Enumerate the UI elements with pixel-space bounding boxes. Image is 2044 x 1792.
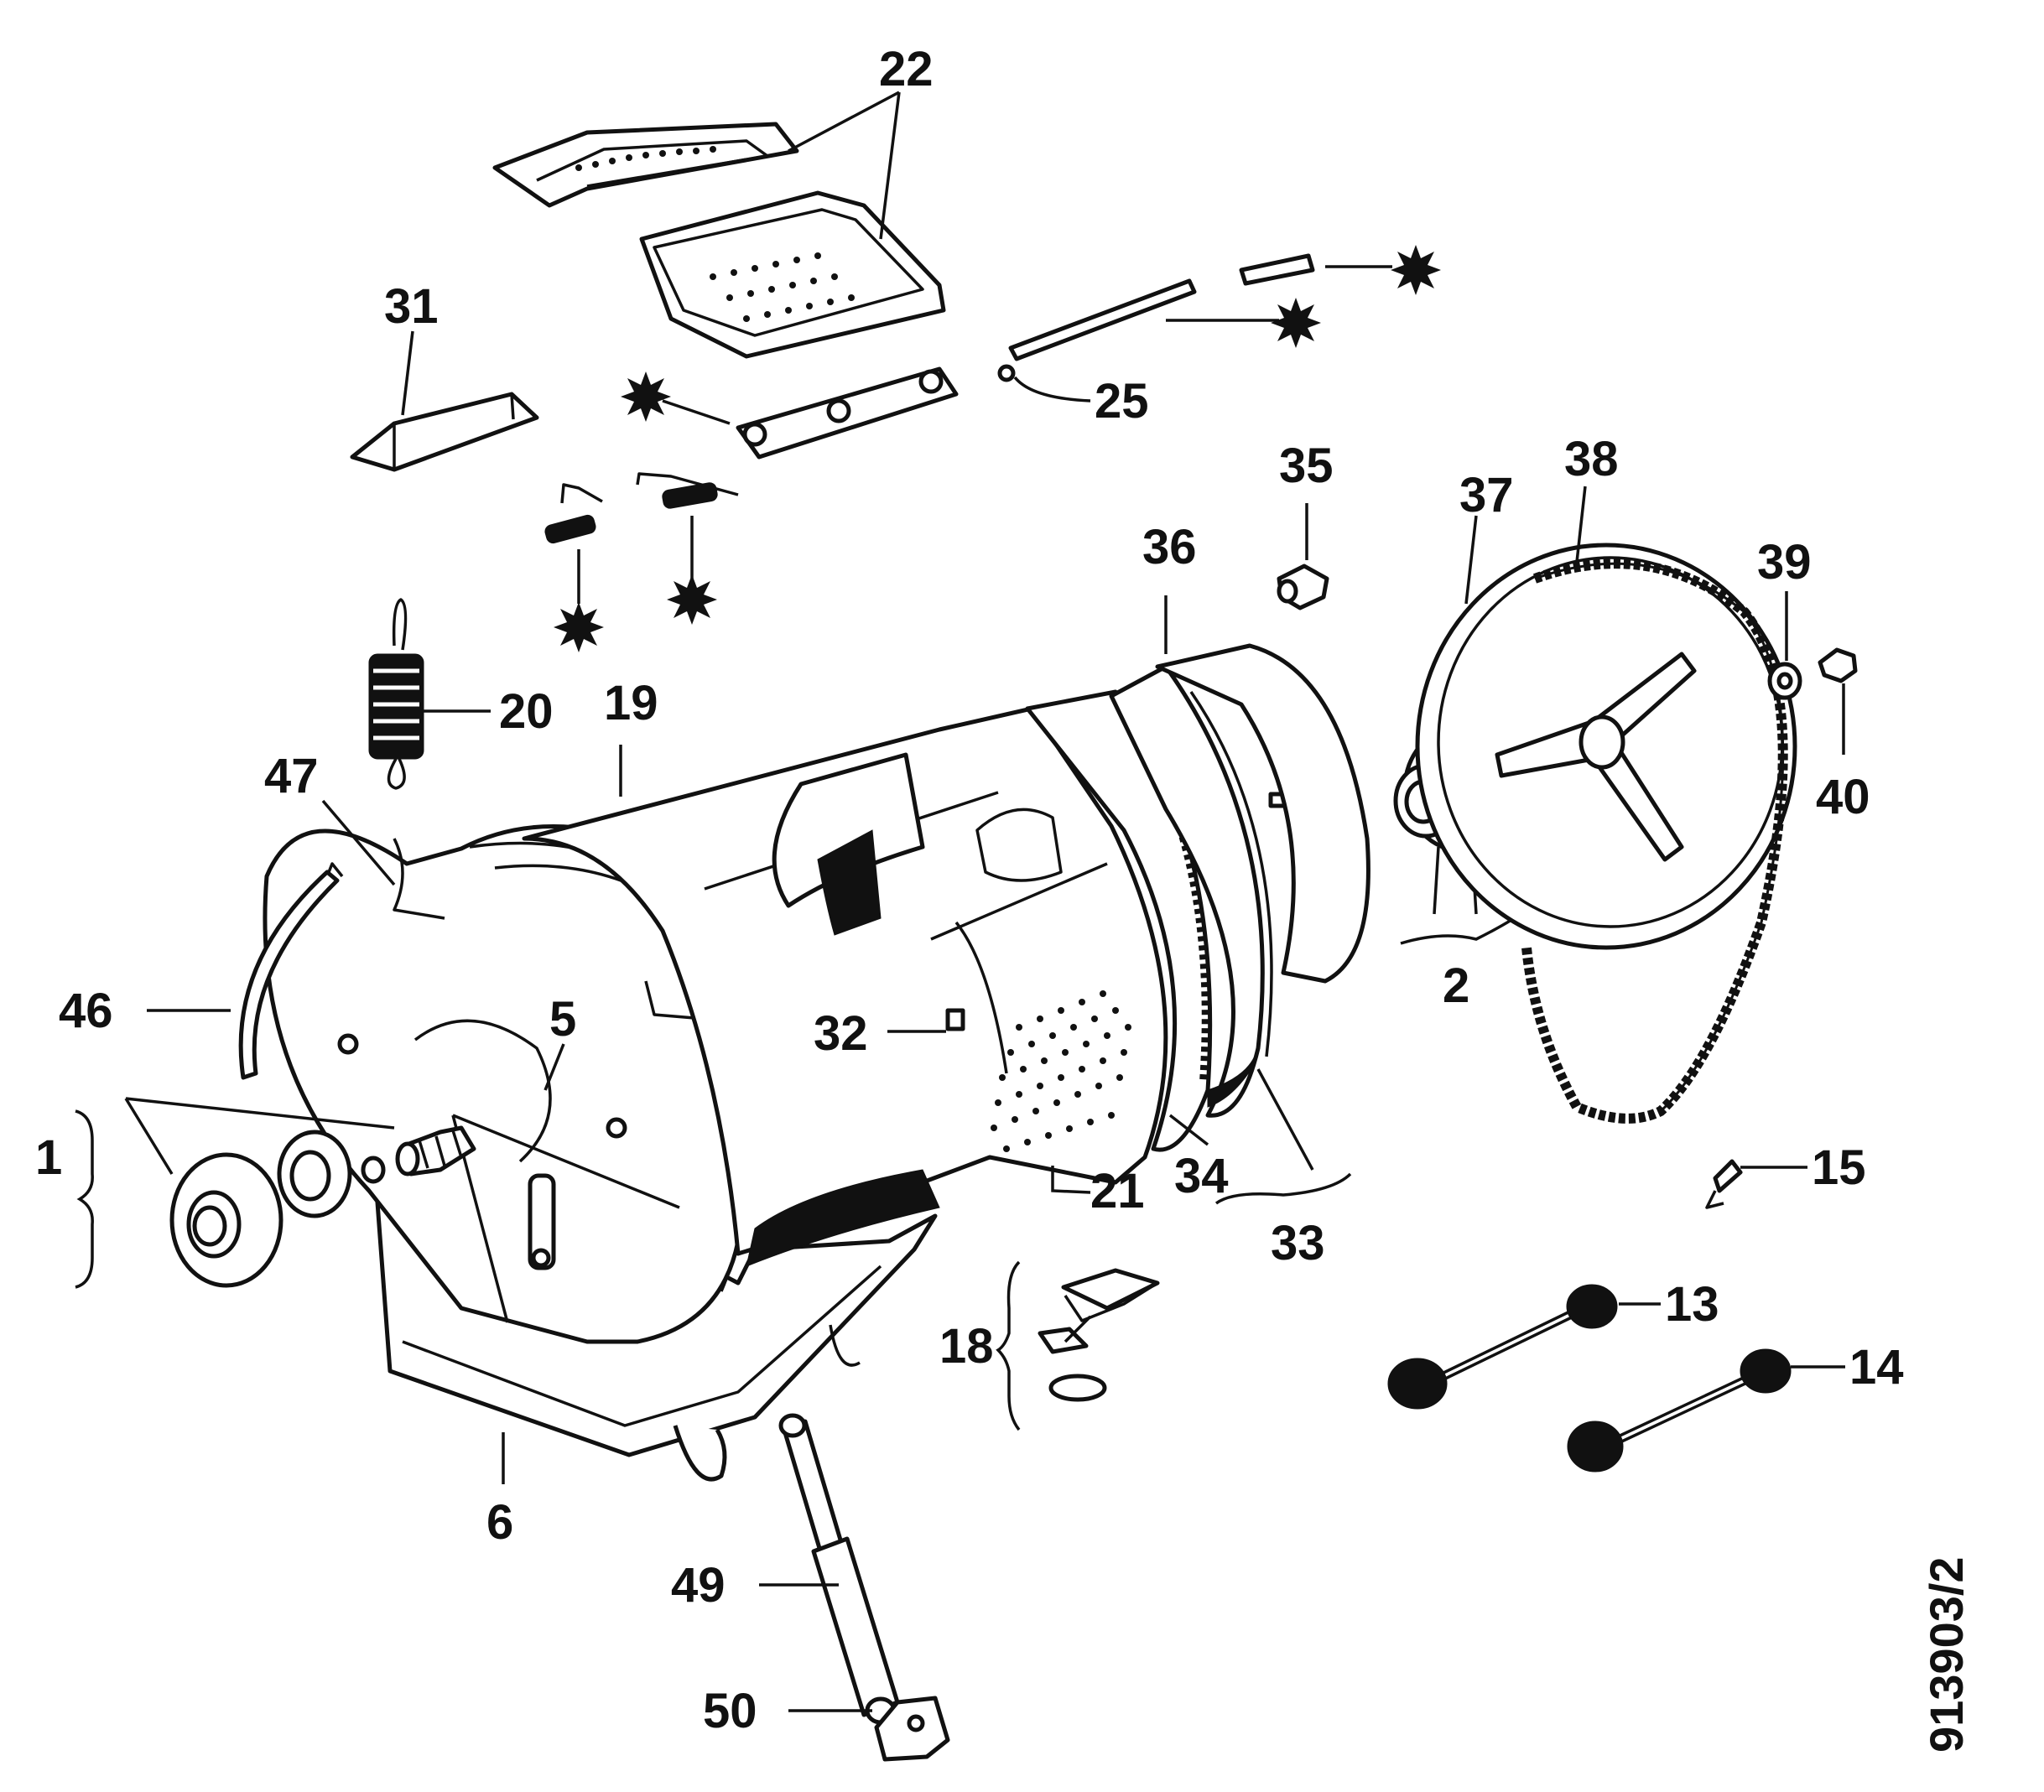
callout-21: 21: [1090, 1164, 1145, 1218]
part-hinge-pin-short: [1239, 253, 1315, 286]
asterisk-star-icon: [1271, 298, 1321, 348]
callout-22: 22: [879, 42, 934, 96]
callout-15: 15: [1812, 1140, 1866, 1195]
leader-1: [124, 1097, 395, 1175]
part-18-heater-bracket: [1038, 1268, 1160, 1402]
part-14-damper-rod: [1567, 1348, 1792, 1473]
part-39-washer: [1767, 662, 1802, 700]
part-50-mount-bracket: [874, 1696, 950, 1762]
callout-46: 46: [59, 984, 113, 1038]
callout-47: 47: [264, 749, 319, 803]
callout-31: 31: [384, 279, 439, 334]
part-20-suspension-spring: [368, 598, 424, 790]
part-hinge-pin-long: [1008, 278, 1197, 361]
leader-25: [1013, 376, 1091, 403]
part-22-cover-upper: [492, 122, 799, 208]
callout-50: 50: [703, 1684, 757, 1738]
callout-6: 6: [486, 1495, 513, 1550]
leader-star-3: [662, 399, 731, 425]
part-40-bolt: [1818, 647, 1858, 683]
callout-5: 5: [549, 992, 576, 1047]
leader-31: [401, 330, 414, 416]
callout-35: 35: [1279, 439, 1334, 493]
part-35-nut: [1277, 564, 1329, 610]
part-hinge-spring-right: [636, 472, 739, 509]
leader-47: [321, 799, 396, 886]
asterisk-star-icon: [621, 371, 671, 422]
drawing-reference-code: 913903/2: [1920, 1556, 1973, 1753]
bracket-18: [996, 1260, 1021, 1431]
part-49-damper: [778, 1413, 900, 1725]
part-drum: [522, 706, 1168, 1267]
part-37-drum-pulley: [1415, 543, 1797, 950]
part-hinge-spring-left: [544, 483, 603, 544]
callout-19: 19: [604, 676, 658, 730]
part-15-clip: [1705, 1159, 1743, 1209]
callout-38: 38: [1564, 432, 1619, 486]
callout-20: 20: [499, 684, 554, 739]
callout-39: 39: [1757, 535, 1812, 590]
asterisk-star-icon: [1391, 245, 1441, 295]
callout-37: 37: [1459, 468, 1514, 522]
part-25-hinge-bracket: [736, 364, 1016, 460]
leader-5: [544, 1043, 565, 1091]
leader-33a: [1256, 1068, 1314, 1171]
part-13-damper-rod: [1387, 1284, 1618, 1410]
leader-34: [1168, 1114, 1209, 1146]
asterisk-star-icon: [667, 574, 717, 625]
part-1-seal: [277, 1130, 386, 1218]
callout-1: 1: [35, 1130, 62, 1185]
callout-25: 25: [1095, 374, 1149, 429]
leader-22: [788, 91, 901, 240]
callout-34: 34: [1174, 1149, 1229, 1203]
part-drum-shaft: [395, 1125, 476, 1176]
leader-21: [1051, 1166, 1091, 1194]
callout-49: 49: [671, 1558, 726, 1613]
callout-40: 40: [1816, 770, 1870, 824]
part-38-drive-belt: [1521, 558, 1788, 1124]
callout-33: 33: [1271, 1216, 1325, 1270]
callout-13: 13: [1665, 1277, 1719, 1332]
part-46-retaining-clip: [238, 862, 344, 1080]
part-36-tub-back: [1155, 643, 1370, 984]
bracket-1: [75, 1109, 94, 1289]
bracket-33: [1214, 1172, 1352, 1205]
leader-38: [1575, 486, 1587, 563]
part-5-drum-spider: [451, 1114, 680, 1323]
callout-2: 2: [1443, 958, 1469, 1013]
asterisk-star-icon: [554, 602, 604, 652]
callout-32: 32: [814, 1006, 868, 1061]
callout-36: 36: [1142, 520, 1197, 574]
callout-14: 14: [1849, 1340, 1904, 1395]
part-22-cover-lower: [639, 190, 946, 359]
leader-37: [1464, 515, 1478, 605]
part-1-bearing-flange: [169, 1152, 283, 1288]
callout-18: 18: [939, 1319, 994, 1374]
part-31-lifter: [350, 392, 539, 472]
